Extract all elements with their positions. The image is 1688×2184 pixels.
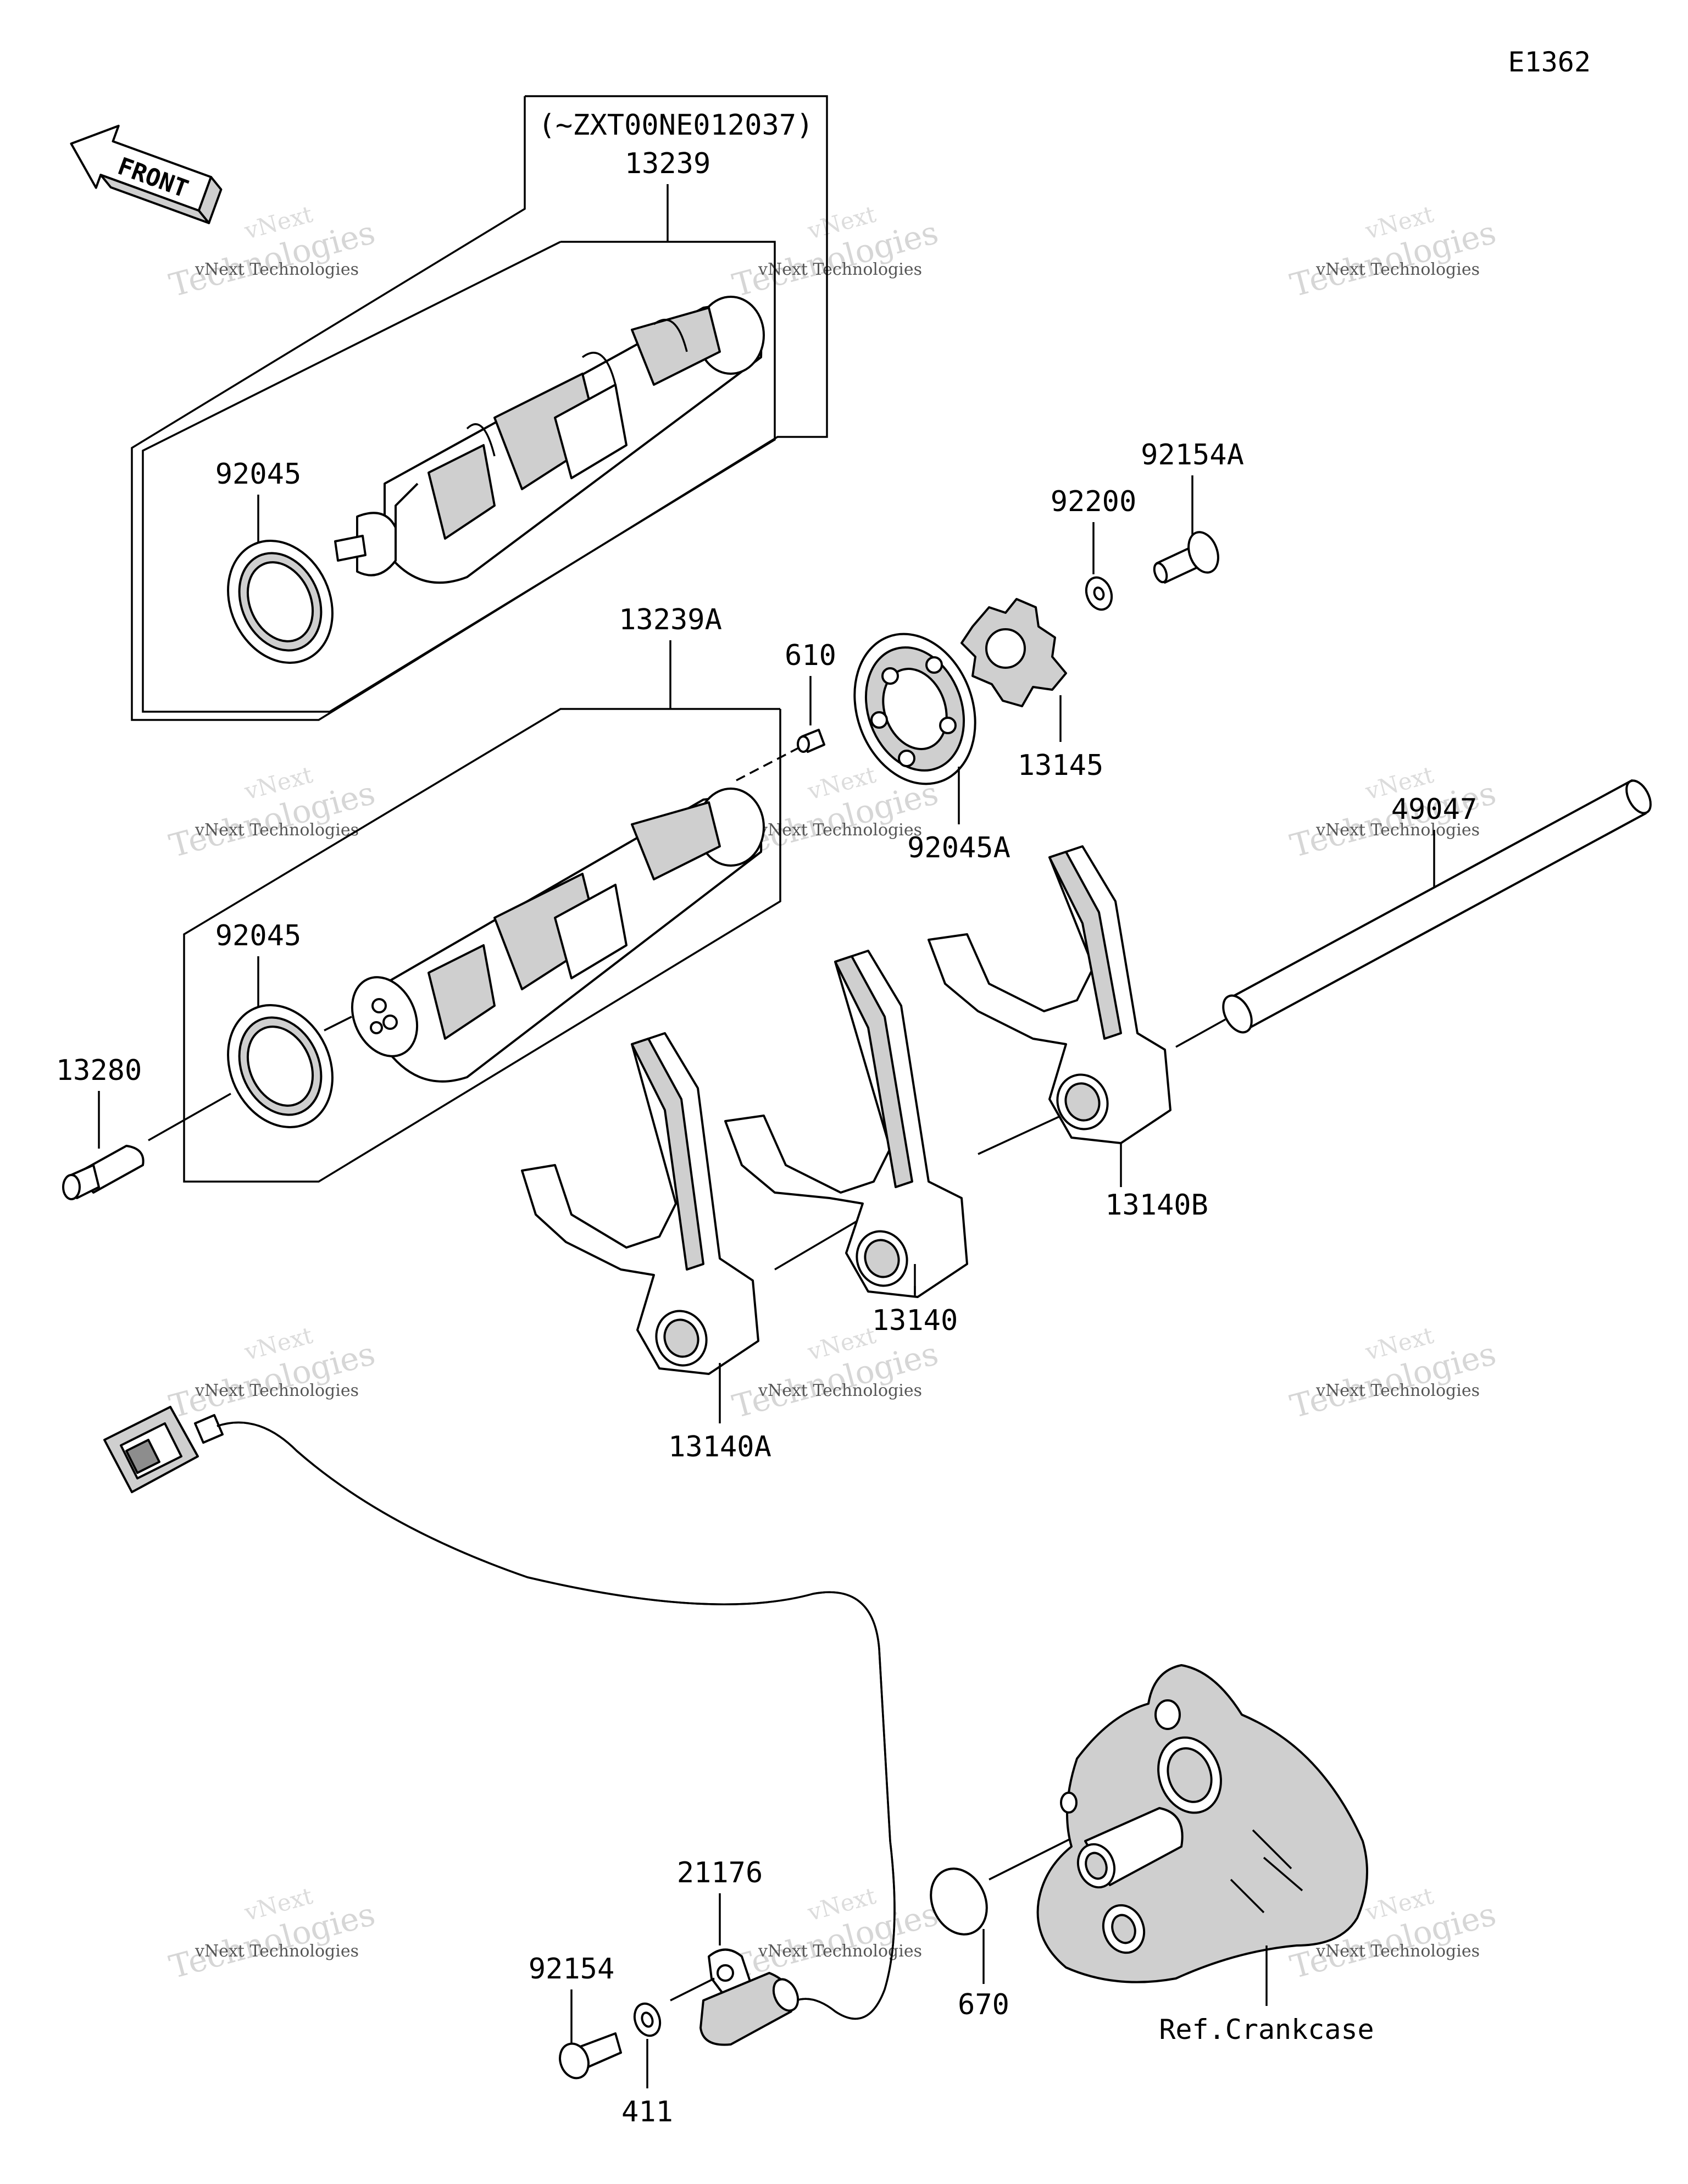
label-13140A: 13140A [668,1431,771,1464]
label-92045-lower: 92045 [215,919,302,952]
label-411: 411 [621,2096,673,2128]
watermark-line: vNext Technologies [1315,260,1480,279]
label-92045A: 92045A [907,832,1010,864]
label-13239: 13239 [625,147,711,180]
watermark-line: vNext Technologies [195,821,359,840]
bearing-92045A [853,633,976,785]
shift-fork-13140 [724,950,968,1298]
upper-assembly-inner-frame [142,241,776,713]
cam-13145 [960,598,1067,707]
gear-position-sensor-21176 [699,1948,799,2046]
watermark-line: vNext Technologies [758,1942,922,1961]
washer-92200 [1085,576,1113,611]
label-21176: 21176 [677,1856,763,1889]
front-arrow-icon: FRONT [70,124,223,224]
washer-411 [633,2002,662,2037]
bearing-92045-lower [227,1004,334,1128]
watermark-line: vNext Technologies [1315,1942,1480,1961]
watermark-line: vNext Technologies [195,260,359,279]
watermark-line: vNext Technologies [758,260,922,279]
watermark-line: vNext Technologies [758,1381,922,1400]
label-13140B: 13140B [1105,1189,1208,1222]
label-92045-upper: 92045 [215,458,302,491]
plunger-13280 [62,1145,145,1200]
crankcase-reference [1036,1664,1368,1983]
label-13140: 13140 [872,1304,958,1337]
watermark-line: vNext Technologies [758,821,922,840]
label-ref-crankcase: Ref.Crankcase [1159,2014,1374,2046]
label-92154A: 92154A [1141,439,1244,472]
label-49047: 49047 [1391,793,1478,826]
bolt-92154A [1153,531,1219,584]
label-670: 670 [958,1988,1009,2021]
shift-fork-13140A [521,1032,759,1375]
watermark-line: vNext Technologies [1315,1381,1480,1400]
lower-assembly-frame [183,708,781,1183]
shift-drum-upper [334,296,765,584]
shaft-49047 [1222,779,1652,1034]
bolt-92154 [559,2032,622,2080]
bearing-92045-upper [227,540,334,664]
shift-fork-13140B [928,845,1171,1144]
label-13239A: 13239A [619,603,722,636]
pin-610 [797,729,825,753]
label-610: 610 [785,639,836,672]
watermark-line: vNext Technologies [195,1381,359,1400]
sensor-connector-icon [103,1406,224,1493]
watermark-line: vNext Technologies [1315,821,1480,840]
label-92200: 92200 [1051,485,1137,518]
watermark-line: vNext Technologies [195,1942,359,1961]
label-13280: 13280 [56,1054,142,1087]
o-ring-670 [930,1867,988,1936]
upper-assembly-frame [131,95,828,721]
label-13145: 13145 [1018,749,1104,782]
serial-note: (~ZXT00NE012037) [538,109,814,142]
label-92154: 92154 [529,1953,615,1986]
diagram-code: E1362 [1508,46,1591,78]
shift-drum-lower [351,788,765,1083]
